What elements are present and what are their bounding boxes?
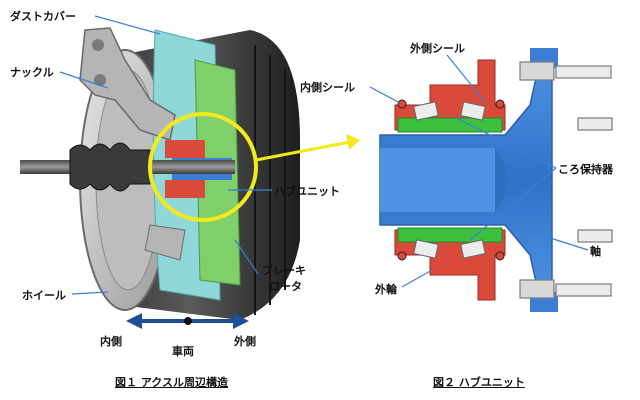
label-hub-unit: ハブユニット: [274, 185, 340, 198]
inner-race-top: [397, 117, 503, 133]
label-outer-ring: 外輪: [375, 283, 397, 296]
label-brake-rotor-1: ブレーキ: [262, 264, 306, 277]
figure1-illustration: [20, 15, 360, 329]
caption-figure2: 図２ ハブユニット: [433, 376, 525, 389]
rollers: [413, 101, 486, 259]
label-knuckle: ナックル: [10, 66, 54, 79]
label-outer-side: 外側: [234, 335, 256, 348]
label-cage: ころ保持器: [558, 163, 613, 176]
figure2-illustration: [369, 48, 613, 312]
highlight-circle: [148, 112, 258, 222]
caption-figure1: 図１ アクスル周辺構造: [115, 376, 228, 389]
inner-race-bottom: [397, 227, 503, 243]
label-inner-seal: 内側シール: [300, 81, 355, 94]
cv-boot: [69, 142, 151, 192]
callout-arrow: [255, 140, 351, 162]
label-dust-cover: ダストカバー: [10, 10, 76, 23]
label-brake-rotor-2: ロータ: [269, 280, 302, 293]
label-outer-seal: 外側シール: [410, 42, 465, 55]
label-vehicle: 車両: [172, 345, 194, 358]
label-inner-side: 内側: [100, 335, 122, 348]
label-shaft: 軸: [590, 245, 601, 258]
hub-bolts: [519, 61, 613, 299]
label-wheel: ホイール: [22, 289, 66, 302]
